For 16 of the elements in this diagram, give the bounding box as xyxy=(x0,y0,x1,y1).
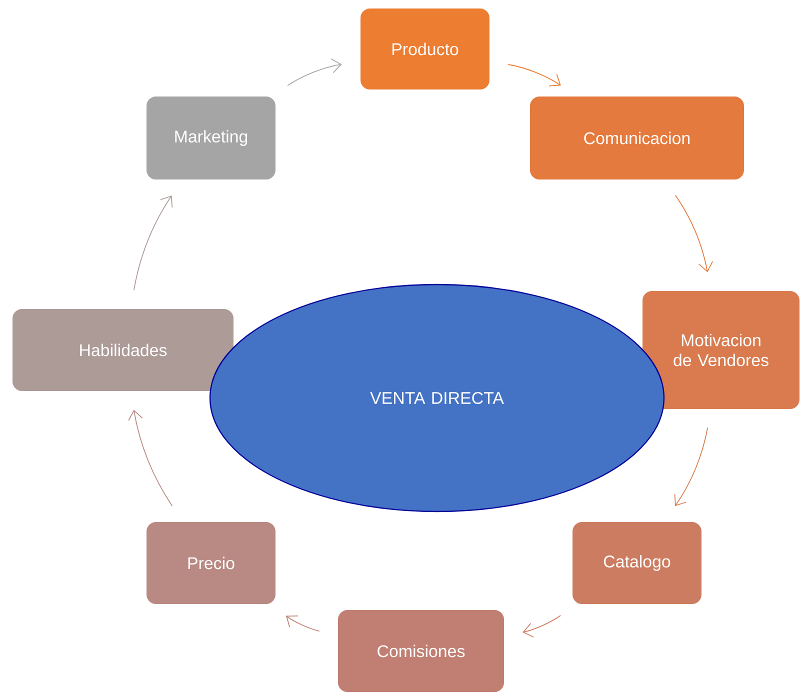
process-box: Comisiones xyxy=(337,609,505,693)
arrow xyxy=(128,410,173,506)
arrow xyxy=(287,58,342,86)
arrow xyxy=(508,64,561,86)
process-box: Marketing xyxy=(146,96,276,180)
process-box: Comunicacion xyxy=(529,96,745,180)
process-box: Habilidades xyxy=(12,308,234,392)
arrow xyxy=(674,427,708,506)
arrow xyxy=(522,615,562,638)
process-box: Producto xyxy=(360,8,490,90)
arrow xyxy=(133,195,173,291)
arrow xyxy=(674,194,714,272)
process-box: Precio xyxy=(146,521,276,605)
process-box: Motivacion de Vendores xyxy=(642,290,800,410)
process-box: Catalogo xyxy=(572,521,702,605)
arrow xyxy=(286,616,320,632)
